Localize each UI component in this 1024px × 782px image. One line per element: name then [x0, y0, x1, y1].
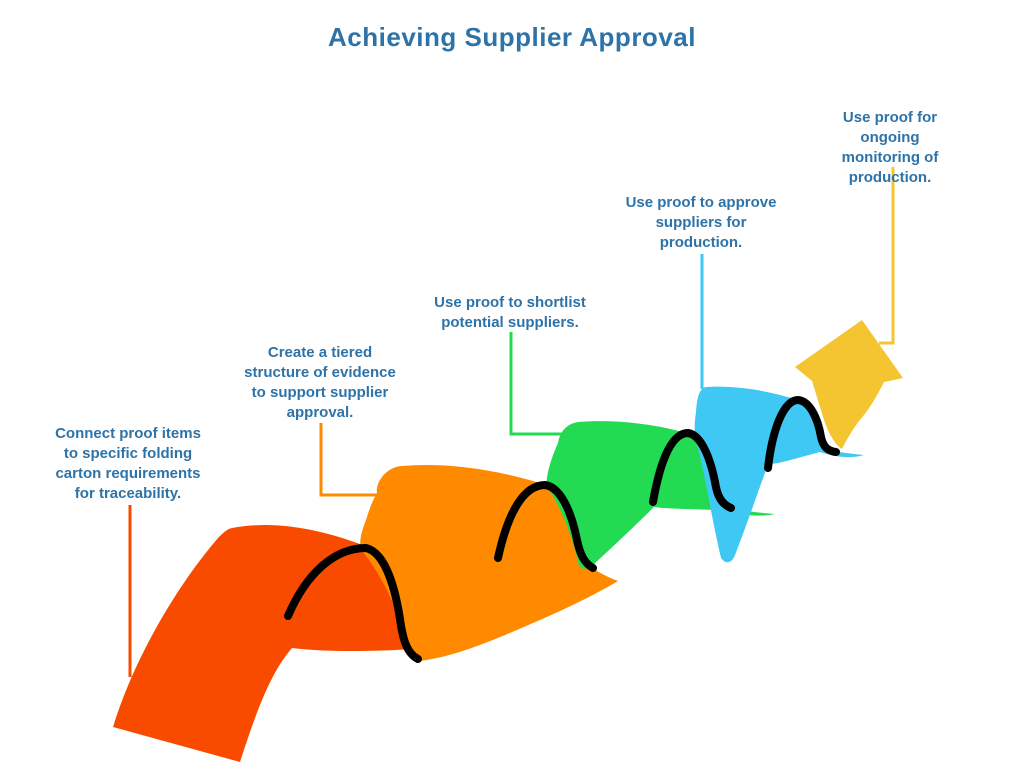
- leader-line-step-3: [509, 332, 563, 436]
- callout-step-3: Use proof to shortlist potential supplie…: [434, 294, 586, 331]
- wave-segment-1: [113, 525, 428, 762]
- wave-segment-2: [360, 464, 618, 661]
- growth-arrow: [795, 320, 903, 449]
- callout-step-4: Use proof to approve suppliers for produ…: [625, 194, 777, 251]
- callout-step-2: Create a tiered structure of evidence to…: [244, 344, 396, 421]
- callout-step-5: Use proof for ongoing monitoring of prod…: [841, 109, 939, 186]
- wave-arc-1: [284, 543, 422, 663]
- wave-arc-3: [649, 428, 735, 512]
- leader-line-step-5: [879, 167, 895, 345]
- wave-segment-4: [694, 386, 864, 563]
- wave-arc-2: [494, 480, 597, 572]
- leader-line-step-2: [319, 423, 377, 497]
- wave-arc-4: [764, 395, 840, 472]
- page-title: Achieving Supplier Approval: [328, 22, 696, 52]
- wave-segment-3: [546, 421, 775, 569]
- callout-step-1: Connect proof items to specific folding …: [55, 425, 201, 502]
